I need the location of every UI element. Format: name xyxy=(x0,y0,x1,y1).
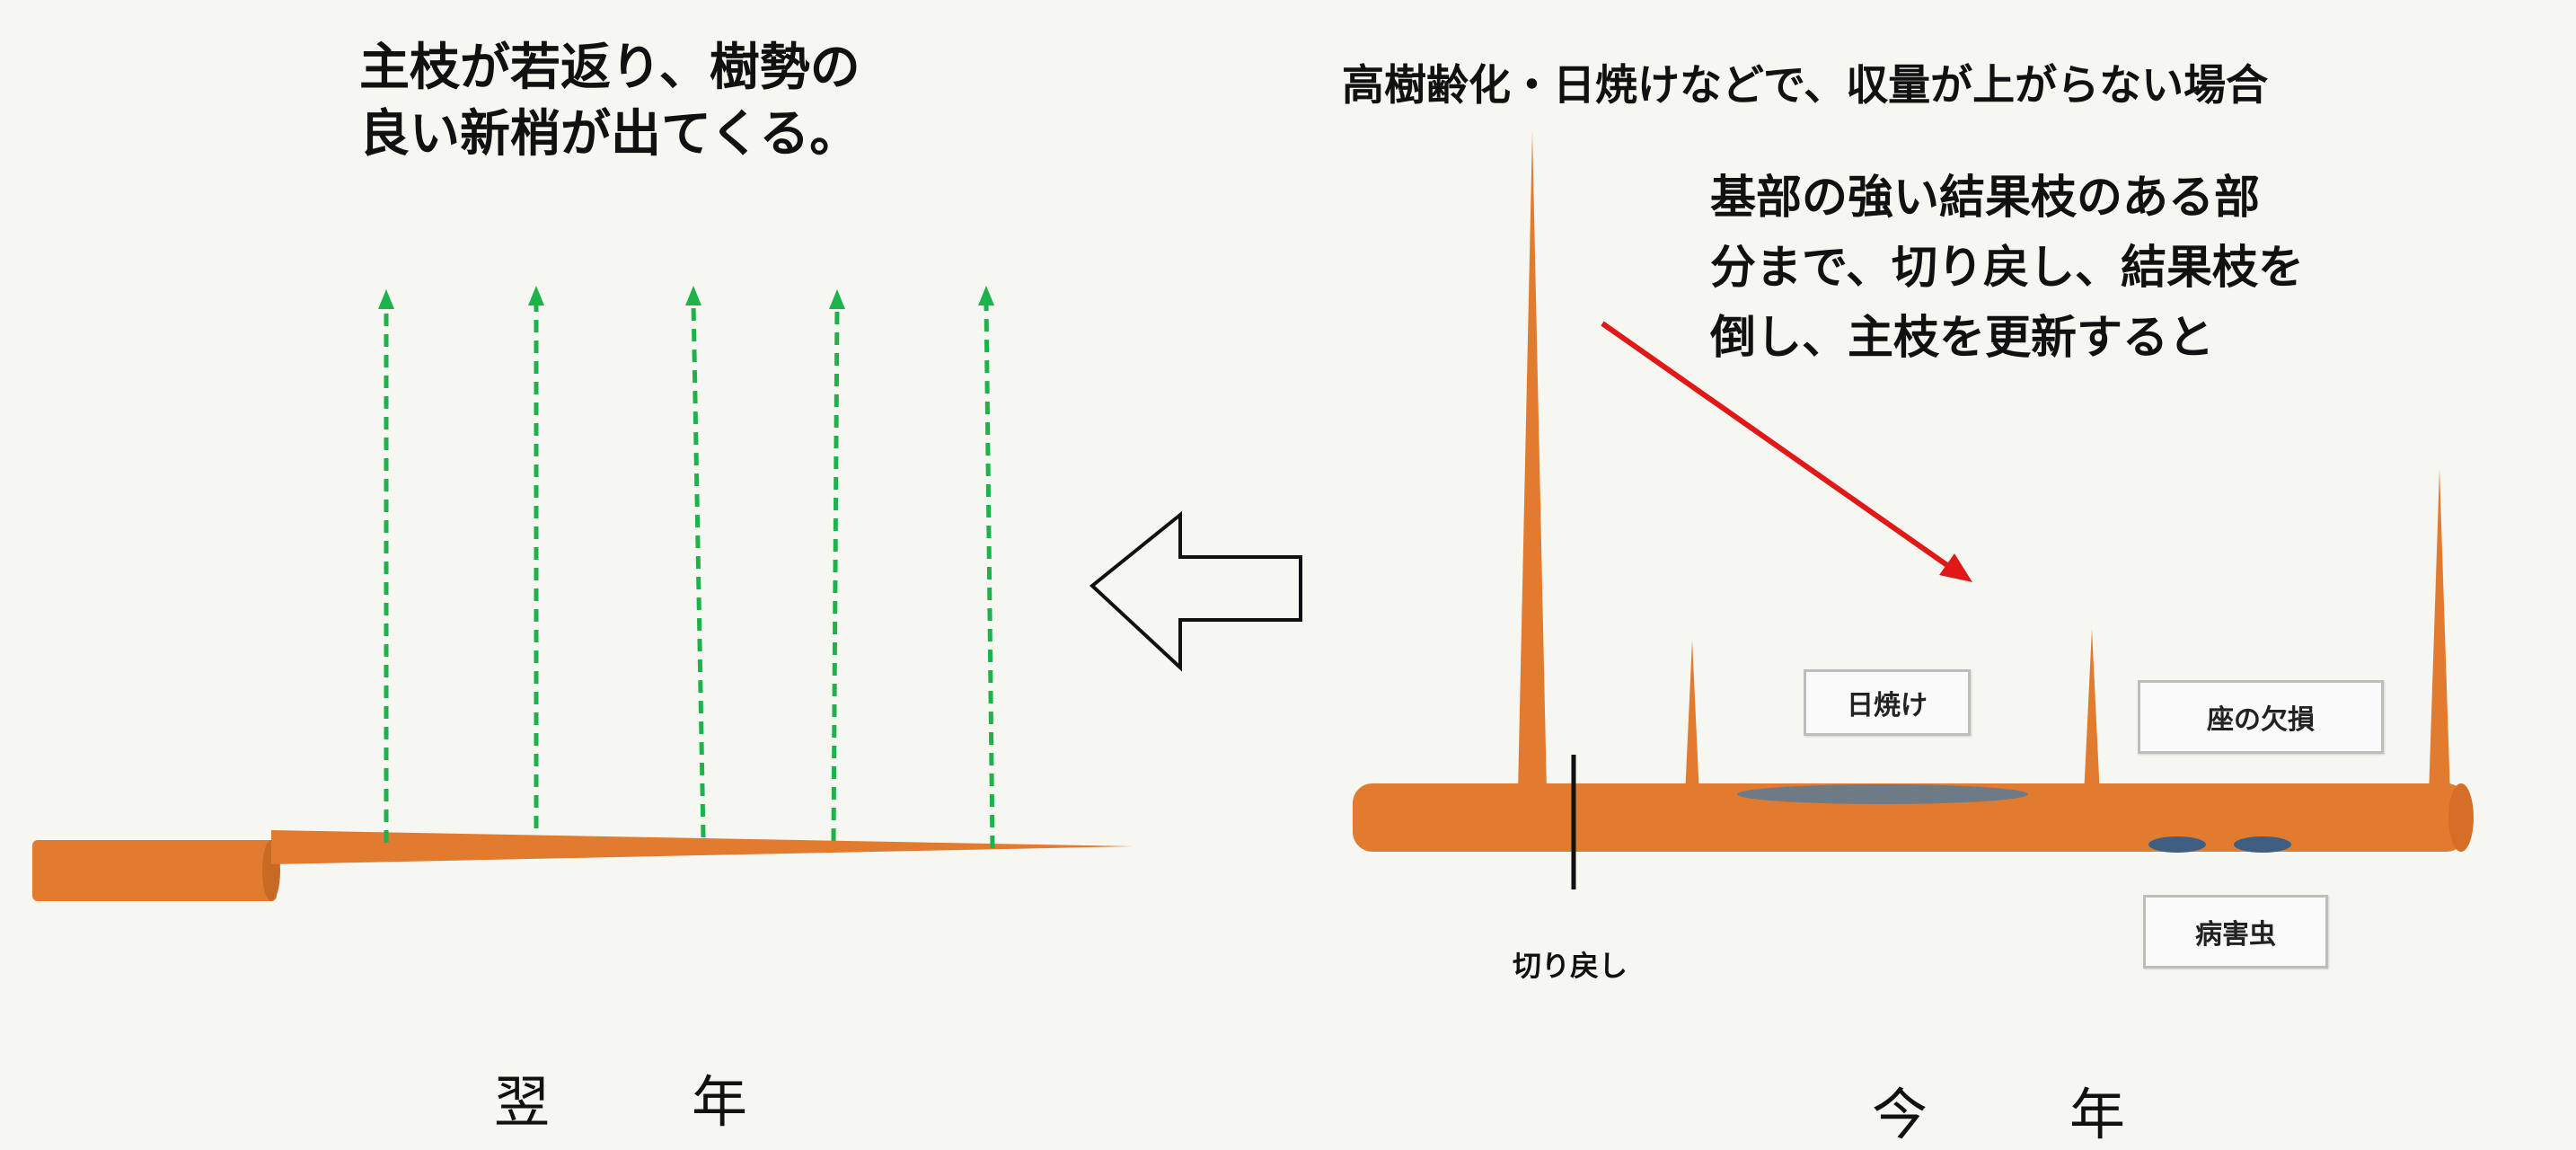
short-shoot-2 xyxy=(2084,629,2100,796)
pest-spot-1 xyxy=(2148,836,2206,853)
red-pointer-arrow xyxy=(1601,321,1953,571)
red-pointer-arrowhead xyxy=(1939,553,1972,582)
left-caption-line2: 良い新梢が出てくる。 xyxy=(359,105,860,164)
shoot-arrowhead-1 xyxy=(378,289,394,309)
shoot-arrowhead-2 xyxy=(528,286,544,305)
limb-end xyxy=(2448,783,2474,852)
note-line1: 基部の強い結果枝のある部 xyxy=(1710,172,2261,225)
transition-arrow-icon xyxy=(1089,510,1302,672)
new-shoot-3 xyxy=(691,301,706,838)
this-year-label: 今 年 xyxy=(1872,1082,2169,1147)
new-shoots xyxy=(384,301,995,849)
left-caption-line1: 主枝が若返り、樹勢の xyxy=(359,39,860,97)
old-branch-stub xyxy=(32,840,277,901)
right-tall-shoot xyxy=(2429,469,2450,796)
bud-loss-label-box: 座の欠損 xyxy=(2138,680,2384,754)
pest-label-box: 病害虫 xyxy=(2143,895,2328,969)
right-title: 高樹齢化・日焼けなどで、収量が上がらない場合 xyxy=(1342,61,2269,111)
sunburn-label-box: 日焼け xyxy=(1804,669,1971,736)
shoot-arrowhead-4 xyxy=(829,289,845,309)
next-year-label: 翌 年 xyxy=(494,1069,791,1135)
tall-old-shoot xyxy=(1518,131,1547,792)
shoot-arrowhead-3 xyxy=(685,286,701,305)
sunburn-patch xyxy=(1737,784,2028,804)
shoot-arrowhead-5 xyxy=(978,286,994,305)
left-main-branch xyxy=(32,830,1134,901)
main-limb xyxy=(1353,783,2466,852)
right-main-branch xyxy=(1353,131,2474,852)
renewed-branch xyxy=(271,830,1134,864)
pest-spot-2 xyxy=(2234,836,2291,853)
new-shoot-5 xyxy=(984,301,995,849)
cutback-label: 切り戻し xyxy=(1513,949,1628,983)
short-shoot-1 xyxy=(1685,640,1699,796)
new-shoot-4 xyxy=(831,305,840,842)
note-line3: 倒し、主枝を更新すると xyxy=(1710,312,2215,365)
shoot-arrowheads xyxy=(378,286,994,309)
note-line2: 分まで、切り戻し、結果枝を xyxy=(1710,242,2304,295)
